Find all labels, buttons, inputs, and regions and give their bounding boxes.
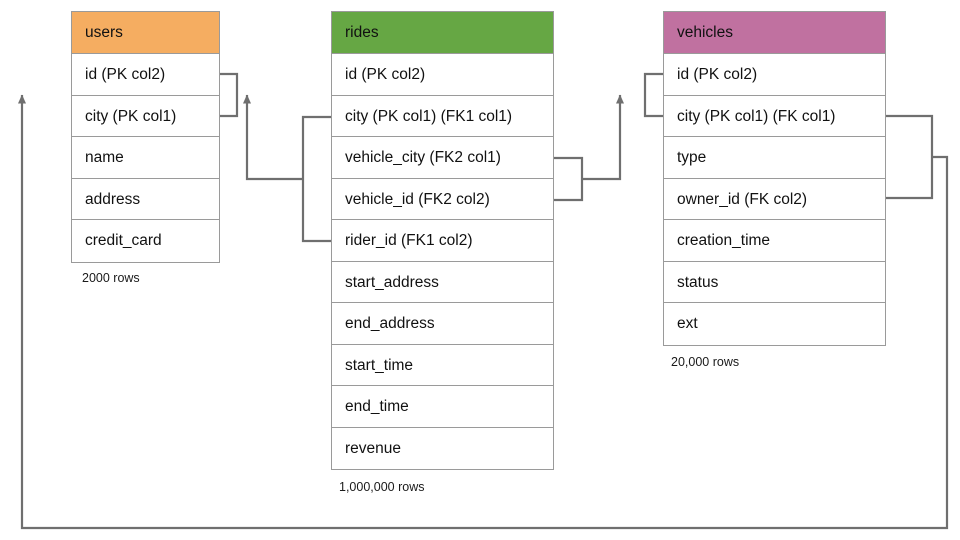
column-users-id[interactable]: id (PK col2) bbox=[72, 54, 219, 96]
column-users-address[interactable]: address bbox=[72, 178, 219, 220]
column-rides-start-time[interactable]: start_time bbox=[332, 344, 553, 386]
column-users-city[interactable]: city (PK col1) bbox=[72, 95, 219, 137]
column-vehicles-creation-time[interactable]: creation_time bbox=[664, 220, 885, 262]
edge-rides-rider-to-users bbox=[220, 72, 331, 243]
column-rides-vehicle-id[interactable]: vehicle_id (FK2 col2) bbox=[332, 178, 553, 220]
column-vehicles-city[interactable]: city (PK col1) (FK col1) bbox=[664, 95, 885, 137]
column-vehicles-id[interactable]: id (PK col2) bbox=[664, 54, 885, 96]
column-rides-vehicle-city[interactable]: vehicle_city (FK2 col1) bbox=[332, 137, 553, 179]
column-rides-rider-id[interactable]: rider_id (FK1 col2) bbox=[332, 220, 553, 262]
table-users-header: users bbox=[72, 12, 219, 54]
table-vehicles[interactable]: vehicles id (PK col2) city (PK col1) (FK… bbox=[663, 11, 886, 346]
table-rides-header: rides bbox=[332, 12, 553, 54]
column-users-credit-card[interactable]: credit_card bbox=[72, 220, 219, 262]
row-count-users: 2000 rows bbox=[82, 271, 140, 285]
column-users-name[interactable]: name bbox=[72, 137, 219, 179]
column-vehicles-ext[interactable]: ext bbox=[664, 303, 885, 345]
table-users-title: users bbox=[85, 24, 123, 41]
table-users[interactable]: users id (PK col2) city (PK col1) name a… bbox=[71, 11, 220, 263]
column-rides-end-address[interactable]: end_address bbox=[332, 303, 553, 345]
table-vehicles-title: vehicles bbox=[677, 24, 733, 41]
edge-rides-vehicle-to-vehicles bbox=[554, 72, 663, 202]
column-rides-city[interactable]: city (PK col1) (FK1 col1) bbox=[332, 95, 553, 137]
row-count-vehicles: 20,000 rows bbox=[671, 355, 740, 369]
column-vehicles-type[interactable]: type bbox=[664, 137, 885, 179]
table-rides[interactable]: rides id (PK col2) city (PK col1) (FK1 c… bbox=[331, 11, 554, 470]
column-vehicles-owner-id[interactable]: owner_id (FK col2) bbox=[664, 178, 885, 220]
row-count-rides: 1,000,000 rows bbox=[339, 480, 425, 494]
table-vehicles-header: vehicles bbox=[664, 12, 885, 54]
column-vehicles-status[interactable]: status bbox=[664, 261, 885, 303]
column-rides-start-address[interactable]: start_address bbox=[332, 261, 553, 303]
table-rides-title: rides bbox=[345, 24, 379, 41]
column-rides-revenue[interactable]: revenue bbox=[332, 427, 553, 469]
column-rides-end-time[interactable]: end_time bbox=[332, 386, 553, 428]
column-rides-id[interactable]: id (PK col2) bbox=[332, 54, 553, 96]
